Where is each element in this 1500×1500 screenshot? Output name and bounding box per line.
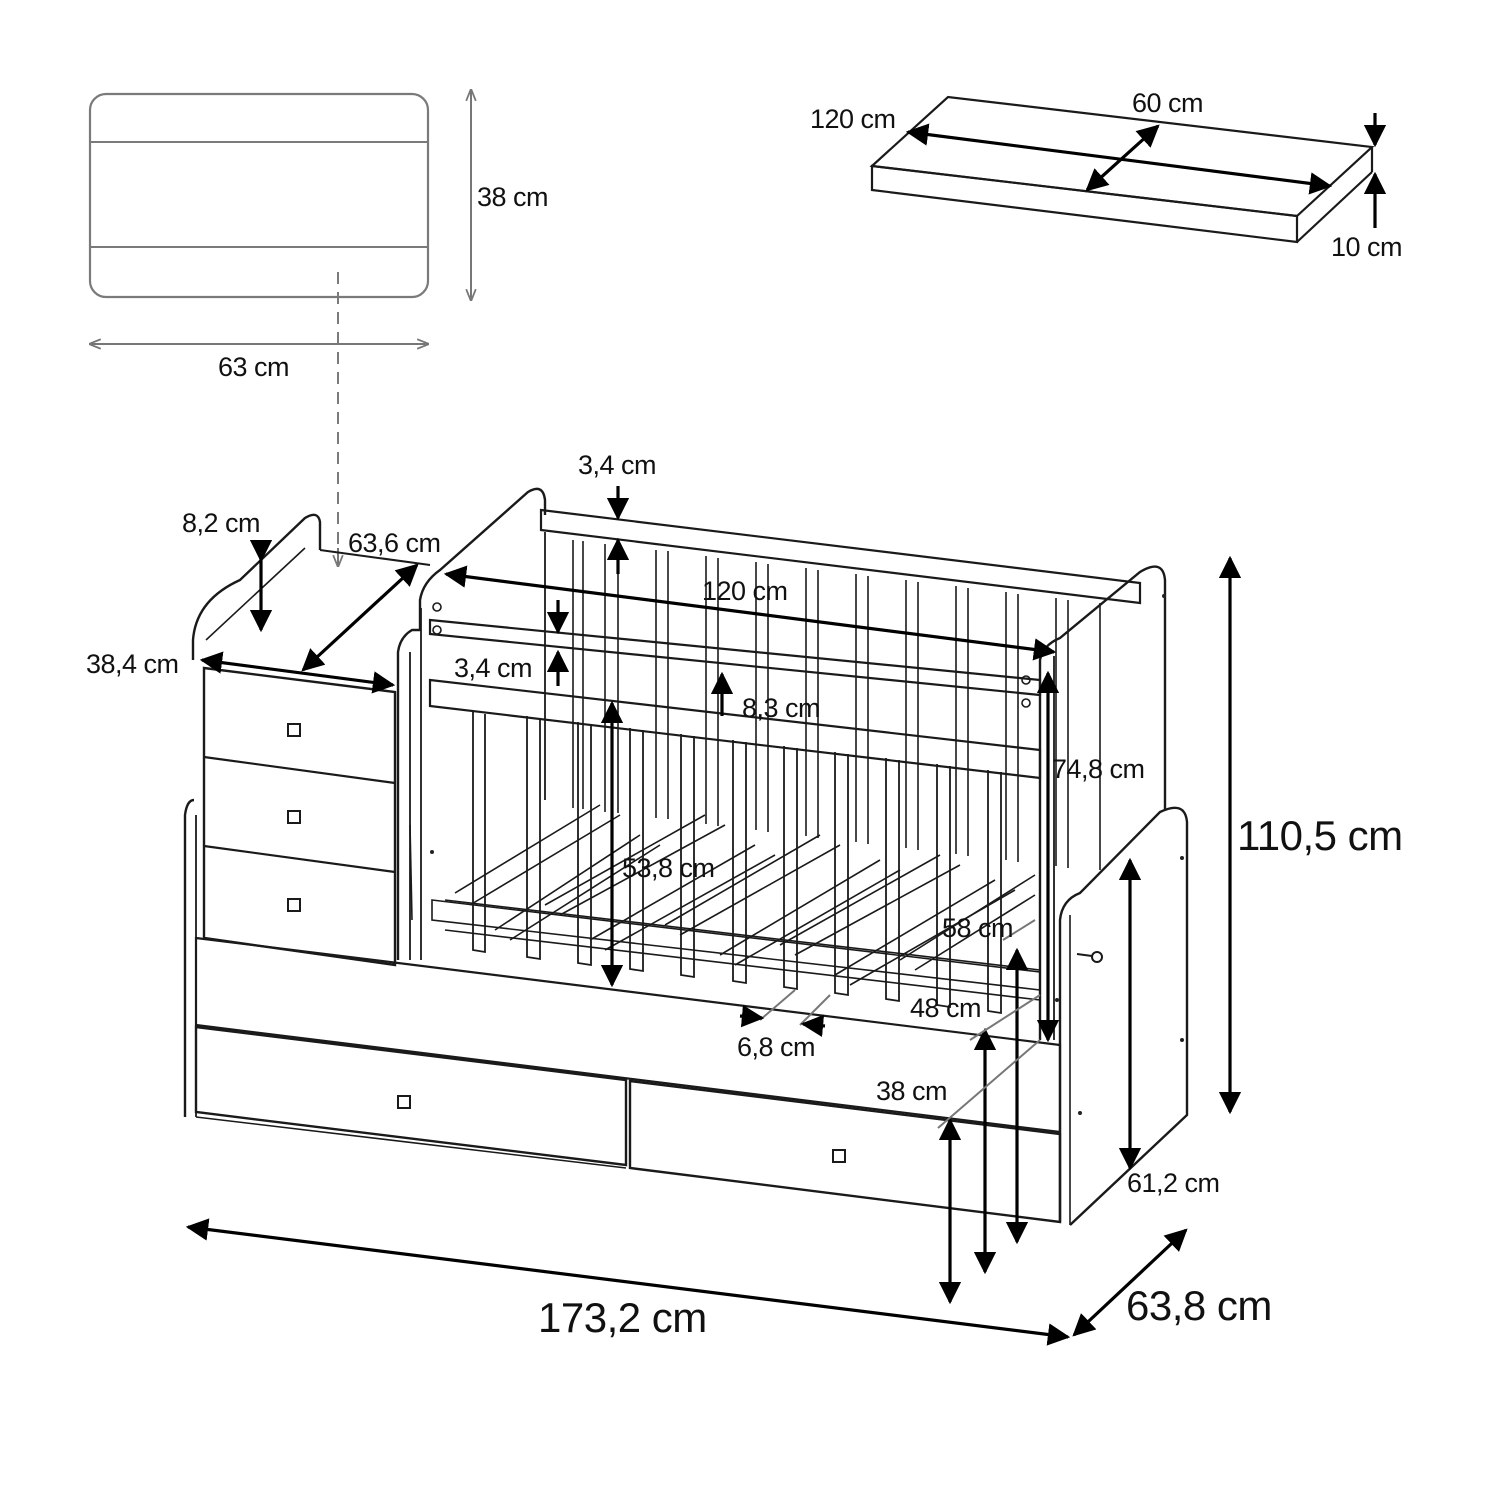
level-38-dimension: 38 cm	[876, 1039, 1041, 1305]
level-48-label: 48 cm	[910, 993, 981, 1023]
total-length-dimension: 173,2 cm	[185, 1218, 1071, 1346]
slat-height-label: 53,8 cm	[622, 853, 715, 883]
mattress-view	[869, 95, 1375, 244]
inner-length-dimension: 120 cm	[443, 565, 1057, 661]
inner-side-height-dimension: 74,8 cm	[1036, 670, 1145, 1043]
drawer-unit-height-label: 38 cm	[477, 182, 548, 212]
level-38-label: 38 cm	[876, 1076, 947, 1106]
front-slats	[472, 712, 1002, 1015]
drawer-unit-width-dimension: 63 cm	[90, 344, 428, 382]
slat-spacing-label: 6,8 cm	[737, 1032, 815, 1062]
mattress-thickness-dimension: 10 cm	[1331, 113, 1403, 262]
total-length-label: 173,2 cm	[538, 1294, 707, 1341]
mattress-length-dimension: 120 cm	[810, 104, 1333, 195]
mattress-width-dimension: 60 cm	[1085, 88, 1204, 192]
top-rail-thickness-dimension: 3,4 cm	[578, 450, 657, 574]
level-58-dimension: 58 cm	[942, 913, 1036, 1245]
dresser-depth-label: 63,6 cm	[348, 528, 441, 558]
dresser-rim-dimension: 8,2 cm	[182, 508, 273, 633]
drawer-unit-width-label: 63 cm	[218, 352, 289, 382]
total-height-label: 110,5 cm	[1237, 812, 1403, 859]
drawer-unit-view	[88, 92, 430, 566]
total-height-dimension: 110,5 cm	[1218, 555, 1403, 1115]
drawer-unit-height-dimension: 38 cm	[471, 90, 549, 300]
slat-spacing-dimension: 6,8 cm	[737, 989, 831, 1062]
front-rail-thickness-label: 3,4 cm	[454, 653, 532, 683]
level-58-label: 58 cm	[942, 913, 1013, 943]
rail-gap-label: 8,3 cm	[742, 693, 820, 723]
mattress-width-label: 60 cm	[1132, 88, 1203, 118]
total-depth-label: 63,8 cm	[1126, 1282, 1272, 1329]
end-panel-height-dimension: 61,2 cm	[1118, 857, 1220, 1198]
top-rail-thickness-label: 3,4 cm	[578, 450, 656, 480]
mattress-length-label: 120 cm	[810, 104, 896, 134]
dresser-rim-label: 8,2 cm	[182, 508, 260, 538]
dresser-width-dimension: 38,4 cm	[86, 649, 396, 694]
inner-length-label: 120 cm	[702, 576, 788, 606]
rail-gap-dimension: 8,3 cm	[710, 671, 821, 723]
inner-side-height-label: 74,8 cm	[1052, 754, 1145, 784]
dresser-width-label: 38,4 cm	[86, 649, 179, 679]
front-rail-thickness-dimension: 3,4 cm	[454, 600, 570, 686]
mattress-thickness-label: 10 cm	[1331, 232, 1402, 262]
total-depth-dimension: 63,8 cm	[1072, 1228, 1272, 1337]
slat-height-dimension: 53,8 cm	[600, 700, 715, 988]
end-panel-height-label: 61,2 cm	[1127, 1168, 1220, 1198]
crib-drawing	[183, 487, 1189, 1226]
